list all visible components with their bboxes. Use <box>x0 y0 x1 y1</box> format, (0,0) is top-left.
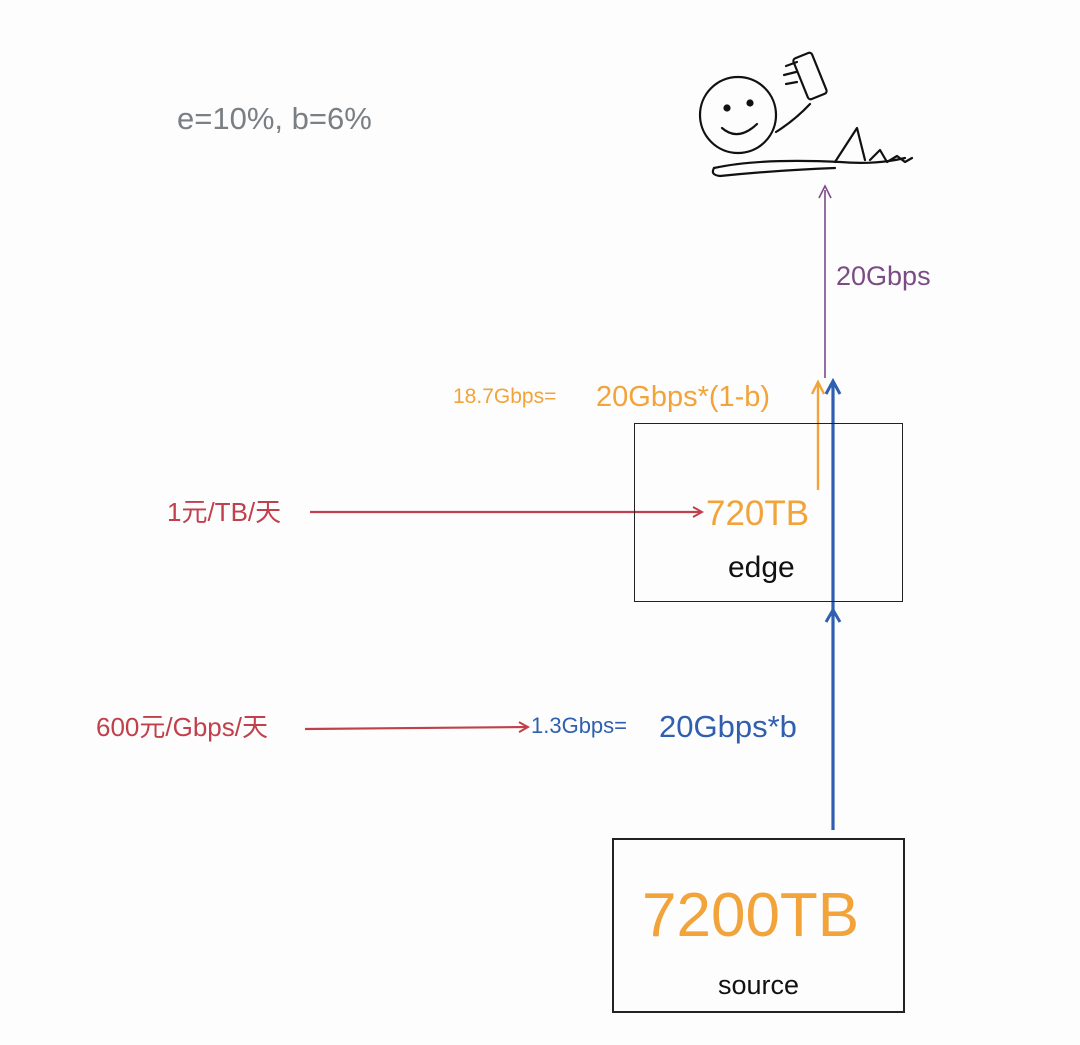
backsource-arrow <box>824 377 842 830</box>
backsource-formula-label: 20Gbps*b <box>659 709 797 744</box>
edge-hit-arrow <box>810 379 826 490</box>
edge-capacity-text: 720TB <box>706 494 810 533</box>
backsource-value-label: 1.3Gbps= <box>531 713 628 738</box>
edge-hit-formula-label: 20Gbps*(1-b) <box>596 381 771 413</box>
source-node-box <box>612 838 905 1013</box>
user-bandwidth-arrow <box>818 184 832 378</box>
edge-hit-value-label: 18.7Gbps= <box>453 385 557 408</box>
bandwidth-cost-arrow <box>304 727 528 729</box>
bandwidth-cost-label: 600元/Gbps/天 <box>96 712 268 742</box>
source-capacity-text: 7200TB <box>642 881 860 950</box>
edge-node-label: edge <box>728 551 795 584</box>
storage-cost-label: 1元/TB/天 <box>167 497 282 527</box>
person-lying-with-phone-icon <box>698 51 914 178</box>
user-bandwidth-label: 20Gbps <box>836 261 931 291</box>
source-node-label: source <box>718 970 800 1000</box>
edge-node-box <box>634 423 903 602</box>
params-text: e=10%, b=6% <box>177 101 372 136</box>
